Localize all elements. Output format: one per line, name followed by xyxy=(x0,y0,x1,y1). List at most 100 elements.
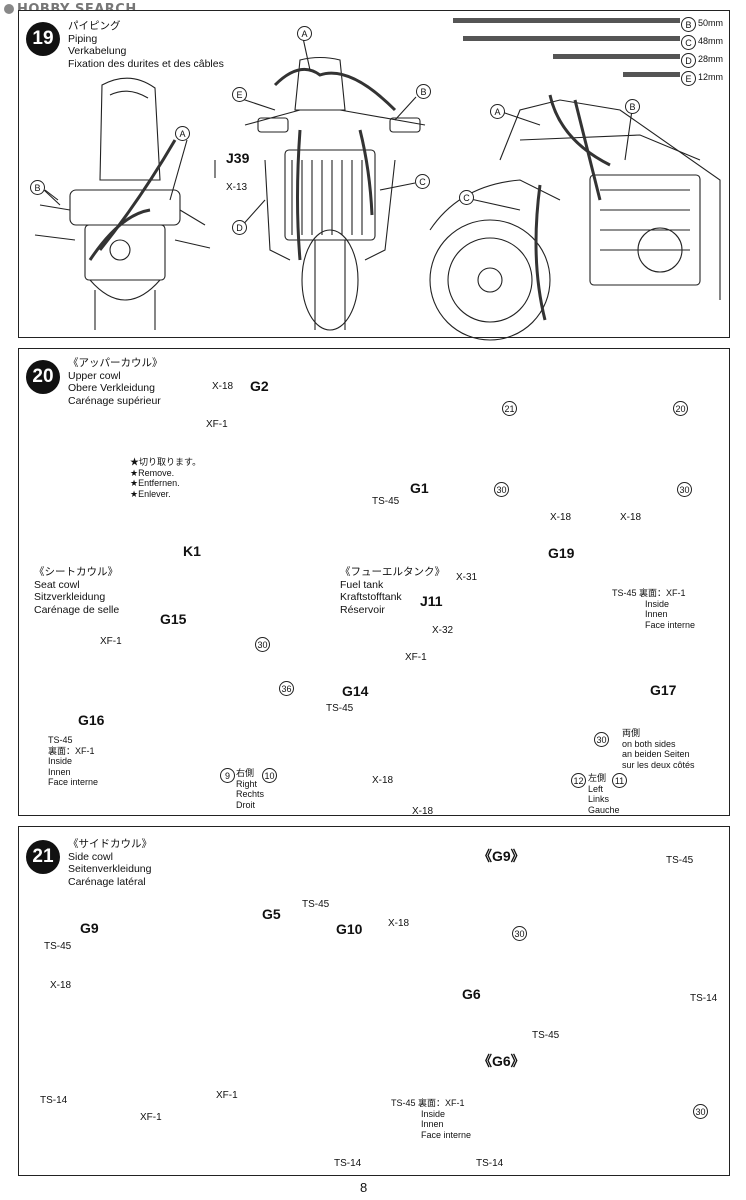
decal-30-right-front: 30 xyxy=(677,482,692,497)
paint-xf1-seat: XF-1 xyxy=(100,636,122,647)
paint-x13-label: X-13 xyxy=(226,182,248,193)
tank-inside-note: TS-45 裏面：XF-1 Inside Innen Face interne xyxy=(612,588,695,630)
step19-label-d: D xyxy=(232,220,247,235)
tank-inside-jp: 裏面：XF-1 xyxy=(639,588,686,598)
right-note-jp: 右側 xyxy=(236,768,255,778)
step19-number: 19 xyxy=(26,22,60,56)
both-sides-note: 両側 on both sides an beiden Seiten sur le… xyxy=(622,728,695,770)
fuel-tank-title-de: Kraftstofftank xyxy=(340,591,402,603)
step19-label-b-right: B xyxy=(625,99,640,114)
both-sides-de: an beiden Seiten xyxy=(622,749,690,759)
fuel-tank-title-en: Fuel tank xyxy=(340,578,384,591)
tank-inside-de: Innen xyxy=(645,609,668,619)
side-cowl-title-fr: Carénage latéral xyxy=(68,875,146,888)
step19-title-jp: パイピング xyxy=(68,20,121,32)
paint-ts45-tank: TS-45 xyxy=(612,588,637,598)
legend-e-length: 12mm xyxy=(698,72,724,82)
step19-label-a-left: A xyxy=(175,126,190,141)
left-note: 左側 Left Links Gauche xyxy=(588,773,620,815)
remove-note-de: ★Entfernen. xyxy=(130,478,180,488)
step20-number: 20 xyxy=(26,360,60,394)
part-g17-label: G17 xyxy=(650,682,677,698)
seat-inside-en: Inside xyxy=(48,756,73,766)
decal-36-seat: 36 xyxy=(279,681,294,696)
paint-xf1-g5: XF-1 xyxy=(216,1090,238,1101)
cable-bar-d xyxy=(553,54,680,59)
paint-ts45-g6: TS-45 xyxy=(391,1098,416,1108)
decal-21-left: 21 xyxy=(502,401,517,416)
both-sides-en: on both sides xyxy=(622,738,676,749)
paint-x18-g10: X-18 xyxy=(388,918,410,929)
fuel-tank-title-jp: 《フューエルタンク》 xyxy=(340,566,445,578)
step19-label-c-centre: C xyxy=(415,174,430,189)
upper-cowl-title-de: Obere Verkleidung xyxy=(68,382,155,394)
legend-c-length: 48mm xyxy=(698,36,724,46)
step19-label-b-left: B xyxy=(30,180,45,195)
cable-bar-b xyxy=(453,18,680,23)
step19-top-view-drawing xyxy=(34,77,211,330)
decal-30-left-front: 30 xyxy=(494,482,509,497)
legend-b-circle: B xyxy=(681,17,696,32)
decal-30-tank: 30 xyxy=(594,732,609,747)
decal-12: 12 xyxy=(571,773,586,788)
both-sides-jp: 両側 xyxy=(622,728,641,738)
upper-cowl-title-en: Upper cowl xyxy=(68,369,121,382)
paint-x18-g2: X-18 xyxy=(212,381,234,392)
view-g6-label: 《G6》 xyxy=(478,1053,525,1069)
remove-note-en: ★Remove. xyxy=(130,467,175,478)
paint-x18-g9: X-18 xyxy=(50,980,72,991)
paint-xf1-tank: XF-1 xyxy=(405,652,427,663)
seat-cowl-title-de: Sitzverkleidung xyxy=(34,591,106,603)
part-g15-label: G15 xyxy=(160,611,187,627)
side-inside-jp: 裏面：XF-1 xyxy=(418,1098,465,1108)
side-cowl-title: 《サイドカウル》 Side cowl Seitenverkleidung Car… xyxy=(68,838,152,888)
paint-ts45-upper: TS-45 xyxy=(372,496,400,507)
legend-d-length: 28mm xyxy=(698,54,724,64)
paint-ts45-view-g6: TS-45 xyxy=(532,1030,560,1041)
part-g2-label: G2 xyxy=(250,378,269,394)
legend-e-circle: E xyxy=(681,71,696,86)
part-g14-label: G14 xyxy=(342,683,369,699)
paint-ts14-g6-exploded: TS-14 xyxy=(334,1158,362,1169)
paint-ts45-g14: TS-45 xyxy=(326,703,354,714)
right-note-fr: Droit xyxy=(236,799,256,810)
part-k1-label: K1 xyxy=(183,543,201,559)
part-g10-label: G10 xyxy=(336,921,363,937)
seat-inside-jp: 裏面：XF-1 xyxy=(48,745,95,756)
fuel-tank-title-fr: Réservoir xyxy=(340,603,385,616)
part-g19-label: G19 xyxy=(548,545,575,561)
legend-c-circle: C xyxy=(681,35,696,50)
step19-label-c-right: C xyxy=(459,190,474,205)
step19-side-view-drawing xyxy=(429,94,721,341)
paint-x18-front-left: X-18 xyxy=(550,512,572,523)
decal-30-seat: 30 xyxy=(255,637,270,652)
seat-cowl-title: 《シートカウル》 Seat cowl Sitzverkleidung Carén… xyxy=(34,566,119,616)
paint-xf1-upper: XF-1 xyxy=(206,419,228,430)
remove-note-fr: ★Enlever. xyxy=(130,488,171,499)
left-note-en: Left xyxy=(588,783,604,794)
part-g16-label: G16 xyxy=(78,712,105,728)
remove-note: ★切り取ります。 ★Remove. ★Entfernen. ★Enlever. xyxy=(130,457,201,499)
legend-b-length: 50mm xyxy=(698,18,724,28)
seat-inside-note: TS-45 裏面：XF-1 Inside Innen Face interne xyxy=(48,735,98,788)
right-note-de: Rechts xyxy=(236,789,265,799)
both-sides-fr: sur les deux côtés xyxy=(622,759,695,770)
step21-number: 21 xyxy=(26,840,60,874)
seat-cowl-title-en: Seat cowl xyxy=(34,578,80,591)
step20-panel xyxy=(18,348,730,816)
paint-ts45-seat: TS-45 xyxy=(48,735,73,745)
step19-title-en: Piping xyxy=(68,32,98,45)
right-note-en: Right xyxy=(236,778,258,789)
seat-cowl-title-fr: Carénage de selle xyxy=(34,603,120,616)
side-inside-fr: Face interne xyxy=(421,1129,472,1140)
paint-x18-tank-bottom: X-18 xyxy=(412,806,434,817)
paint-ts14-g9: TS-14 xyxy=(40,1095,68,1106)
step19-leader-lines xyxy=(43,37,633,229)
part-g1-label: G1 xyxy=(410,480,429,496)
paint-x18-tank-left: X-18 xyxy=(372,775,394,786)
tank-inside-fr: Face interne xyxy=(645,619,696,630)
paint-xf1-g9: XF-1 xyxy=(140,1112,162,1123)
right-note: 右側 Right Rechts Droit xyxy=(236,768,264,810)
step19-title: パイピング Piping Verkabelung Fixation des du… xyxy=(68,20,224,70)
upper-cowl-title: 《アッパーカウル》 Upper cowl Obere Verkleidung C… xyxy=(68,357,163,407)
